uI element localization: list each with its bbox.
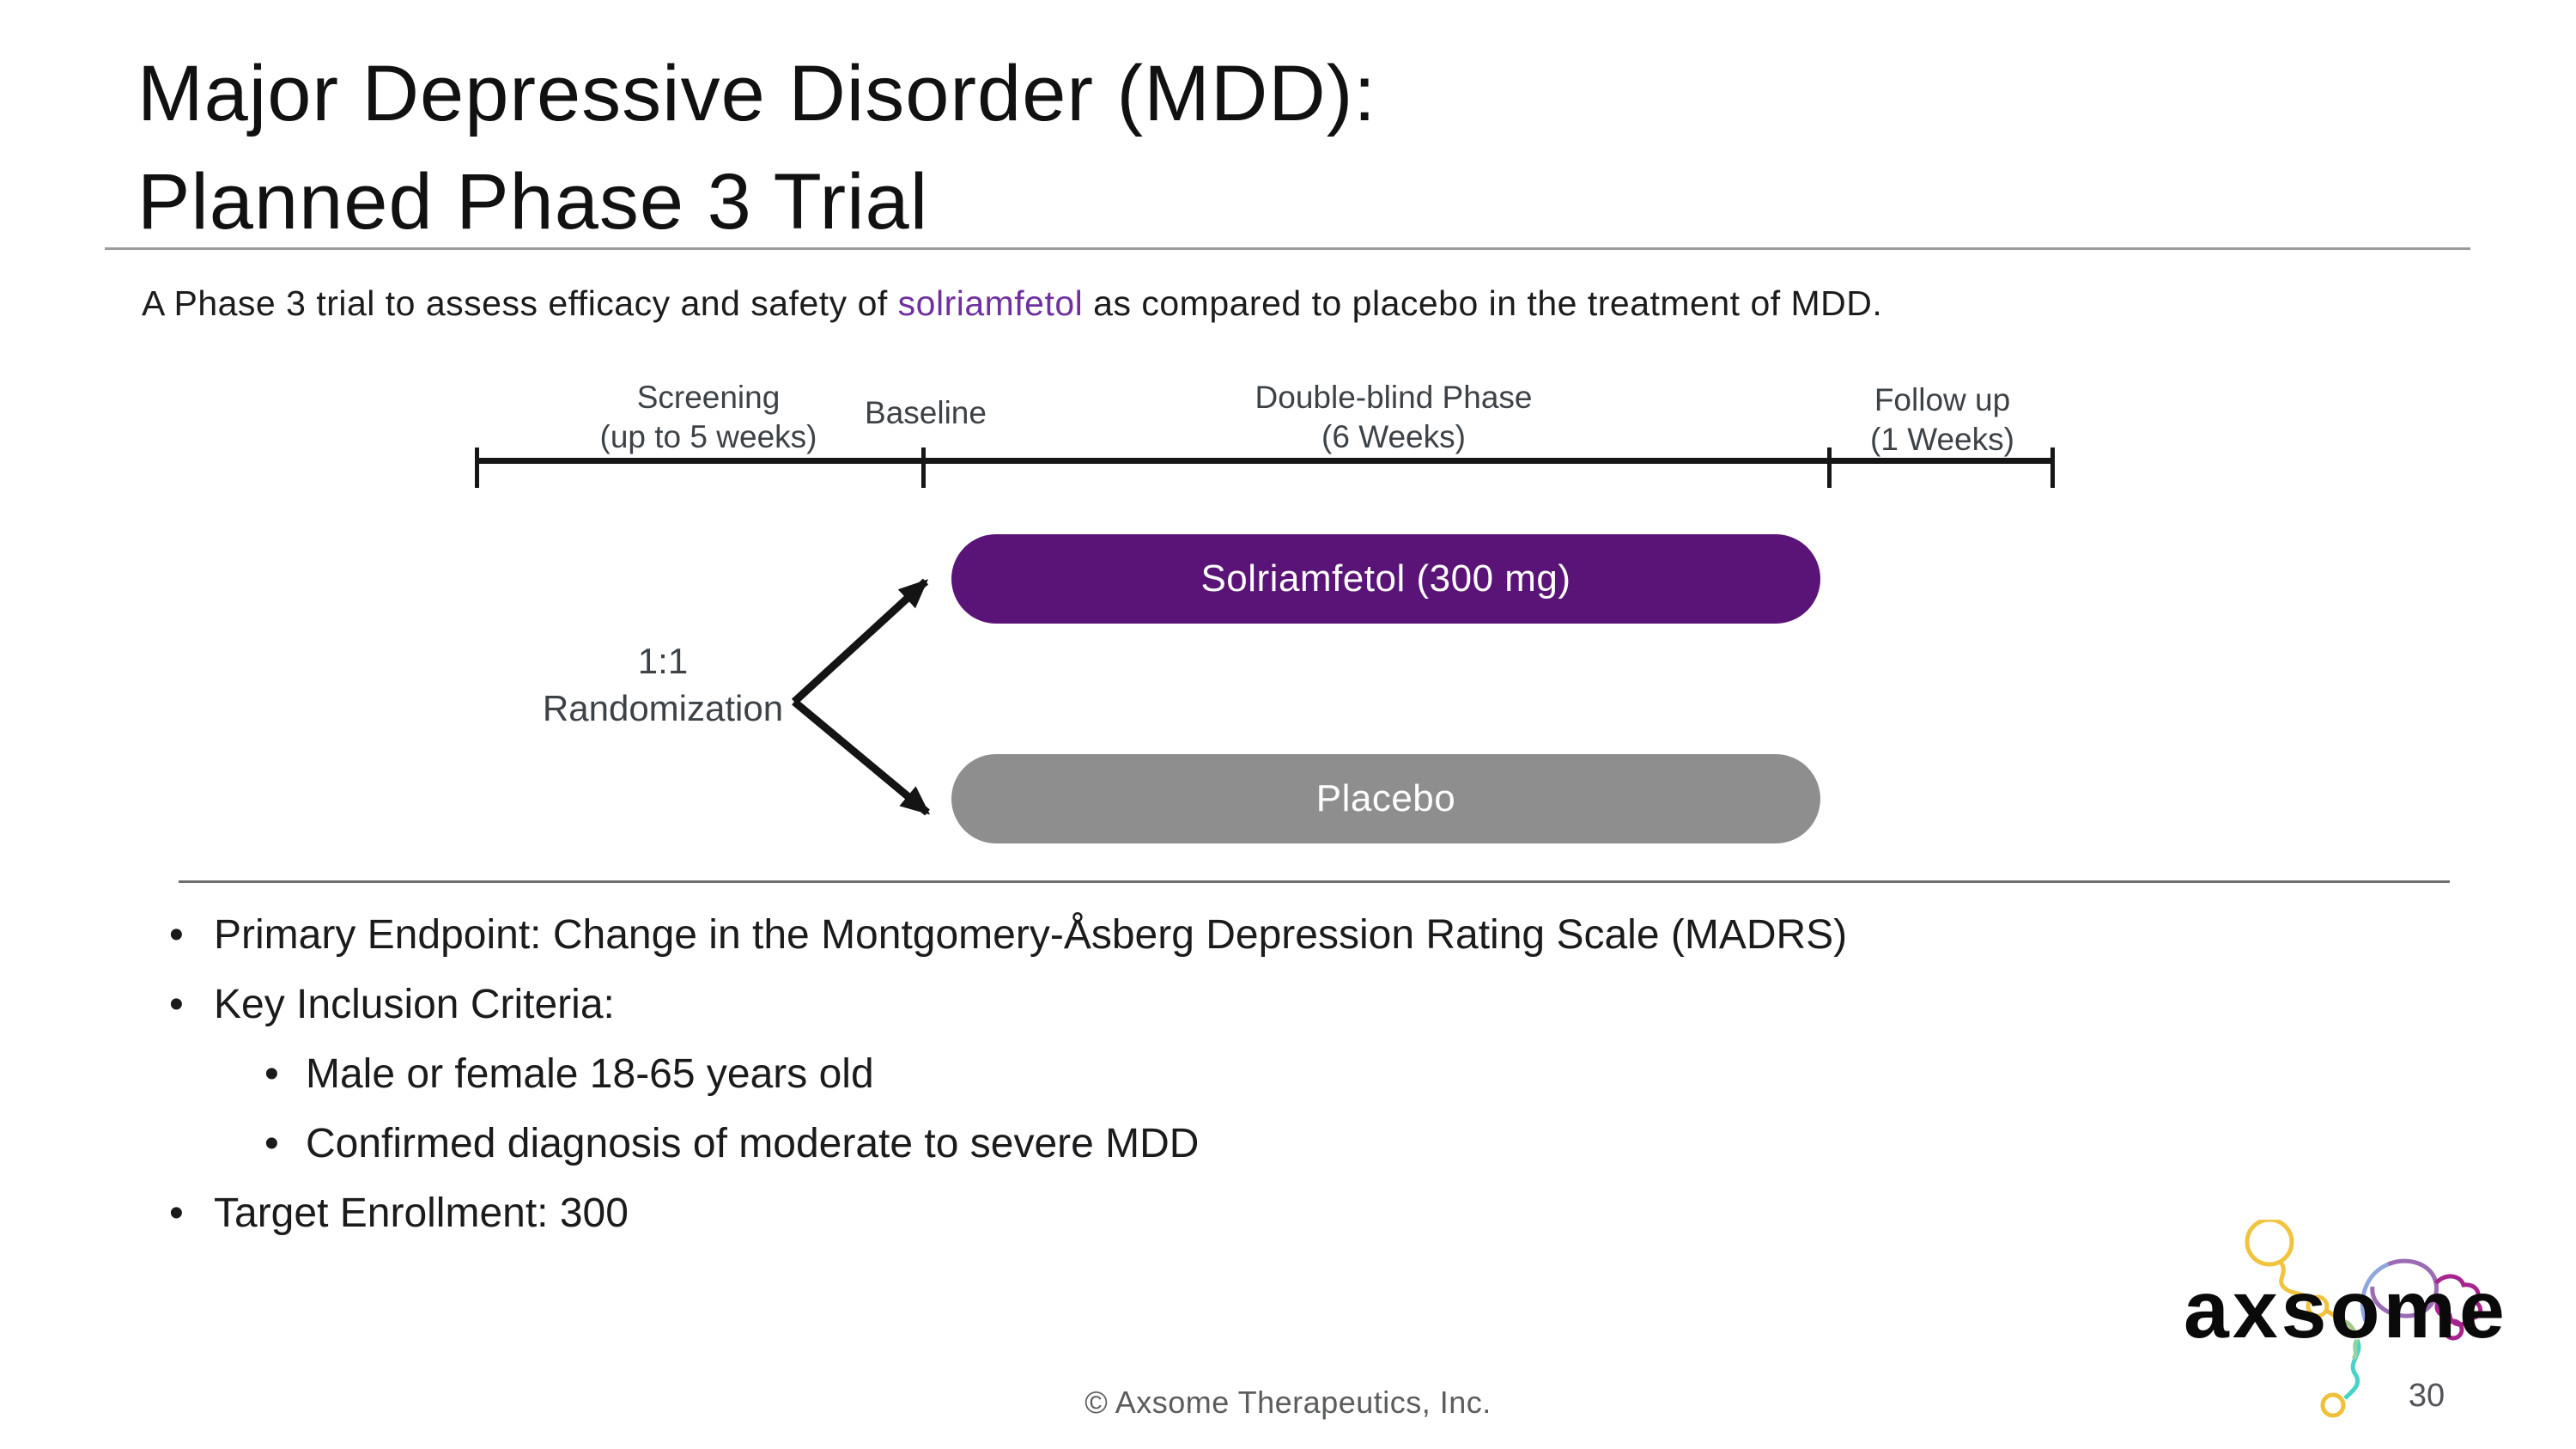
bullet-text: Target Enrollment: 300 — [214, 1190, 629, 1236]
timeline-tick-end-double-blind — [1827, 447, 1832, 488]
phase-label-subtext: (1 Weeks) — [1870, 422, 2014, 457]
logo-arc-blue — [2360, 1262, 2390, 1322]
bullet-marker: • — [169, 982, 184, 1027]
list-item: • Male or female 18-65 years old — [264, 1039, 2445, 1109]
phase-label-text: Screening — [636, 380, 781, 415]
bullet-text: Male or female 18-65 years old — [306, 1051, 874, 1097]
logo-blob-yellow — [2245, 1220, 2294, 1267]
logo-link-green — [2342, 1318, 2362, 1339]
copyright-text: © Axsome Therapeutics, Inc. — [1084, 1385, 1492, 1420]
phase-label-text: Baseline — [865, 395, 987, 430]
randomization-arrows — [791, 578, 931, 816]
arm-pill-placebo: Placebo — [951, 754, 1820, 843]
bullet-marker: • — [169, 912, 184, 958]
logo-cluster-magenta — [2434, 1274, 2483, 1327]
axsome-logo-wordmark: axsome — [2184, 1264, 2508, 1355]
bullet-marker: • — [169, 1190, 184, 1236]
logo-link-amber — [2324, 1308, 2344, 1324]
list-item: • Key Inclusion Criteria: — [169, 970, 2445, 1039]
timeline-axis — [477, 458, 2052, 464]
bullet-marker: • — [264, 1121, 279, 1166]
arm-pill-solriamfetol: Solriamfetol (300 mg) — [951, 534, 1820, 624]
bullet-marker: • — [264, 1051, 279, 1097]
arm-pill-label: Placebo — [1315, 777, 1456, 819]
page-number: 30 — [2408, 1378, 2445, 1414]
logo-squiggle-teal — [2343, 1338, 2361, 1400]
key-points-list: • Primary Endpoint: Change in the Montgo… — [169, 900, 2445, 1248]
logo-blob-violet — [2370, 1258, 2439, 1318]
intro-text-after: as compared to placebo in the treatment … — [1083, 283, 1883, 323]
randomization-ratio: 1:1 — [637, 641, 689, 681]
intro-sentence: A Phase 3 trial to assess efficacy and s… — [142, 283, 1882, 324]
randomization-label: 1:1 Randomization — [543, 637, 783, 732]
page-title-line-2: Planned Phase 3 Trial — [137, 158, 929, 246]
list-item: • Primary Endpoint: Change in the Montgo… — [169, 900, 2445, 970]
phase-label-text: Double-blind Phase — [1255, 380, 1533, 415]
arrow-to-placebo — [792, 698, 931, 816]
list-item: • Target Enrollment: 300 — [169, 1178, 2445, 1248]
timeline-tick-end — [2050, 447, 2055, 488]
logo-blob-yellow-bottom — [2320, 1392, 2346, 1418]
logo-blob-yellow-small — [2306, 1294, 2330, 1318]
molecule-squiggle-art — [2245, 1220, 2483, 1418]
page-title: Major Depressive Disorder (MDD): Planned… — [137, 40, 1376, 256]
page-title-line-1: Major Depressive Disorder (MDD): — [137, 50, 1376, 137]
phase-label-subtext: (up to 5 weeks) — [599, 419, 817, 454]
bullet-text: Confirmed diagnosis of moderate to sever… — [306, 1121, 1200, 1166]
randomization-word: Randomization — [542, 688, 784, 728]
phase-label-double-blind: Double-blind Phase (6 Weeks) — [1255, 378, 1533, 457]
bullet-text: Key Inclusion Criteria: — [214, 982, 615, 1027]
phase-label-baseline: Baseline — [865, 393, 987, 433]
timeline-tick-start — [475, 447, 479, 488]
arm-pill-label: Solriamfetol (300 mg) — [1200, 557, 1571, 600]
logo-chain-yellow — [2277, 1259, 2312, 1302]
intro-text-before: A Phase 3 trial to assess efficacy and s… — [142, 283, 898, 323]
phase-label-screening: Screening (up to 5 weeks) — [600, 378, 817, 457]
bullet-text: Primary Endpoint: Change in the Montgome… — [214, 912, 1848, 958]
phase-label-text: Follow up — [1874, 382, 2011, 417]
title-underline-rule — [105, 247, 2470, 250]
phase-label-subtext: (6 Weeks) — [1321, 419, 1466, 454]
logo-blob-magenta-small — [2442, 1318, 2464, 1341]
list-item: • Confirmed diagnosis of moderate to sev… — [264, 1109, 2445, 1178]
section-divider-rule — [179, 880, 2450, 883]
arrow-to-solriamfetol — [791, 578, 929, 705]
timeline-tick-baseline — [921, 447, 926, 488]
logo-squiggle-green — [2351, 1338, 2360, 1361]
drug-name-highlight: solriamfetol — [897, 283, 1084, 323]
phase-label-follow-up: Follow up (1 Weeks) — [1870, 381, 2014, 460]
